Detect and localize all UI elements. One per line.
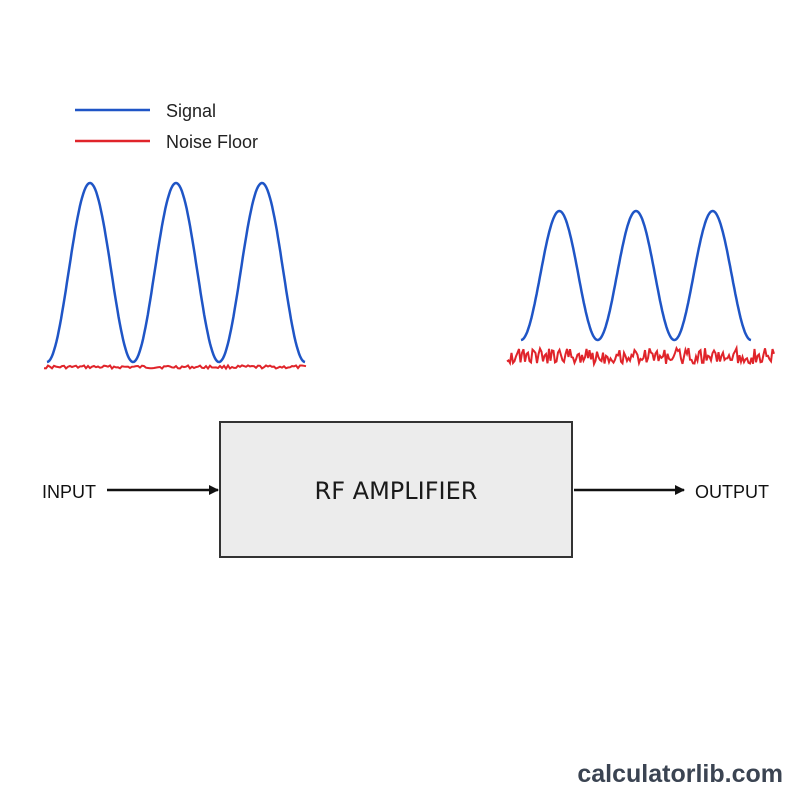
legend: Signal Noise Floor	[75, 101, 258, 152]
watermark-text: calculatorlib.com	[577, 760, 783, 788]
output-waveform	[506, 209, 775, 368]
amplifier-label: RF AMPLIFIER	[315, 477, 478, 505]
input-signal-wave	[46, 181, 306, 364]
output-noise-floor-line	[506, 344, 775, 368]
input-label: INPUT	[42, 482, 96, 502]
output-signal-wave	[520, 209, 752, 342]
input-noise-floor-line	[43, 363, 307, 371]
amplifier-box	[219, 421, 573, 558]
legend-noise-label: Noise Floor	[166, 132, 258, 152]
input-waveform	[43, 181, 307, 371]
output-label: OUTPUT	[695, 482, 769, 502]
amplifier-block: RF AMPLIFIER	[219, 421, 573, 558]
legend-signal-label: Signal	[166, 101, 216, 121]
